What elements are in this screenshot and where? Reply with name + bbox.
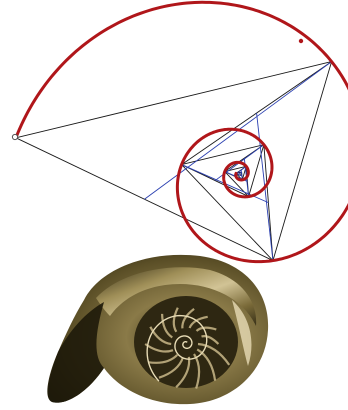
triangle-edge	[182, 165, 273, 261]
spiral-construction	[12, 2, 348, 261]
triangle-edge	[273, 62, 332, 261]
start-vertex-marker	[12, 134, 17, 139]
triangle-edge	[16, 138, 273, 261]
nested-triangles	[16, 62, 332, 261]
triangle-edge	[16, 62, 332, 138]
spiral-arc	[16, 2, 348, 261]
top-vertex-marker	[299, 39, 303, 43]
nautilus-shell-image	[47, 255, 268, 404]
triangle-edge	[182, 145, 264, 165]
